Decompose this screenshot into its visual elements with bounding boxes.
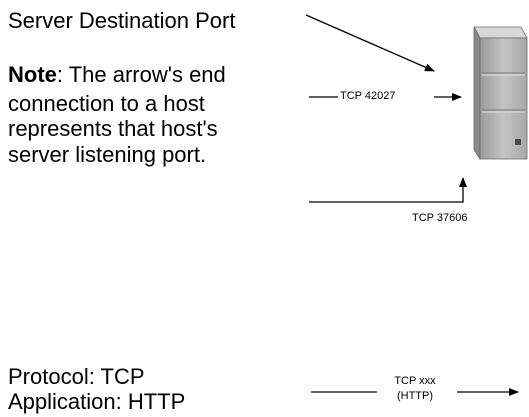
- label-tcp-42027: TCP 42027: [340, 90, 396, 102]
- legend-protocol: Protocol: TCP: [8, 364, 145, 389]
- note-line-2: connection to a host: [8, 91, 205, 116]
- legend-application: Application: HTTP: [8, 389, 186, 414]
- label-tcp-xxx: TCP xxx: [394, 375, 436, 387]
- note-line-3: represents that host's: [8, 116, 218, 141]
- heading-server-destination-port: Server Destination Port: [8, 8, 236, 33]
- diagonal-arrow: [305, 14, 435, 72]
- note-first-text: : The arrow's end: [56, 62, 226, 87]
- tcp-37606-arrow: [309, 177, 467, 203]
- note-label: Note: [8, 62, 57, 87]
- server-tower-icon: [473, 26, 528, 161]
- note-line-4: server listening port.: [8, 142, 207, 167]
- label-tcp-37606: TCP 37606: [412, 212, 468, 224]
- label-http: (HTTP): [396, 390, 434, 402]
- note-first-line: Note: The arrow's end: [8, 64, 226, 86]
